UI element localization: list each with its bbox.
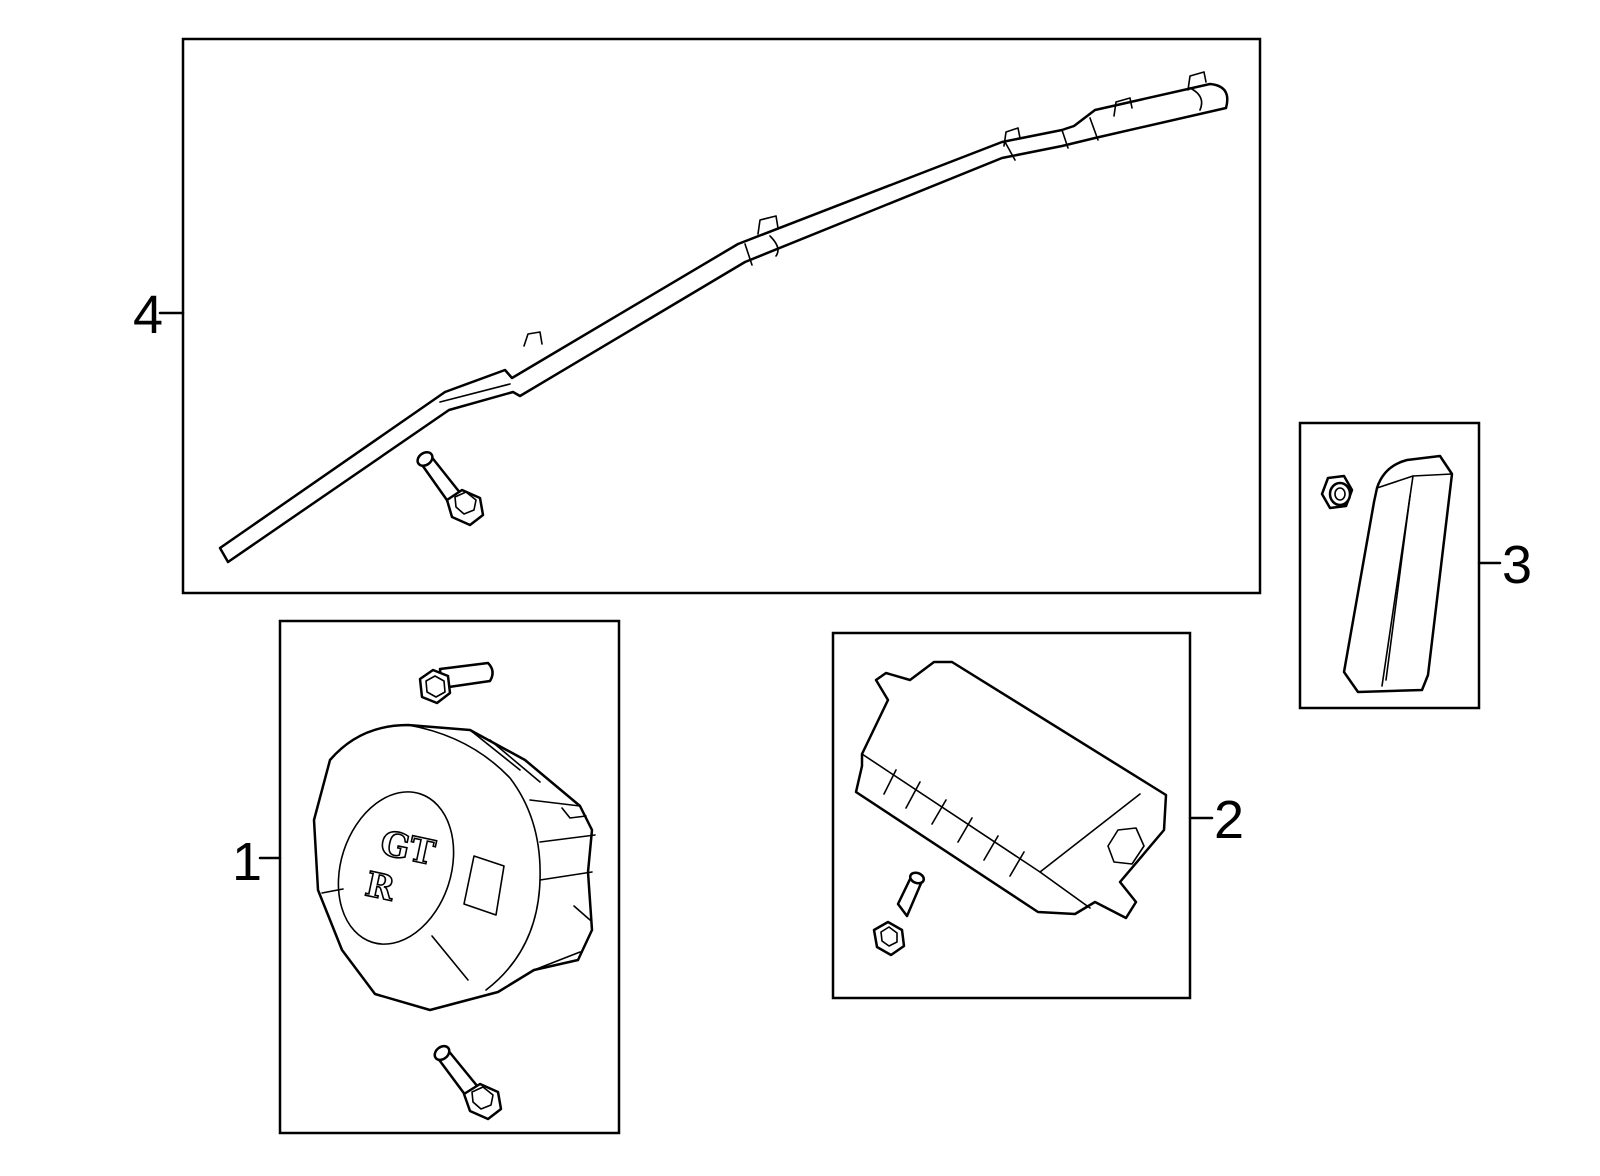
panel-1-steering-airbag[interactable]: GT R 1 xyxy=(232,619,621,1135)
bolt-icon xyxy=(433,1044,503,1121)
curtain-airbag[interactable] xyxy=(218,82,1229,564)
bolt-icon xyxy=(872,871,926,957)
nut-icon xyxy=(1320,474,1354,510)
passenger-airbag[interactable] xyxy=(854,660,1168,920)
callout-label-1: 1 xyxy=(232,832,262,892)
connector-icon xyxy=(1107,827,1145,865)
panel-4-frame xyxy=(181,37,1262,595)
callout-label-3: 3 xyxy=(1502,535,1532,595)
panel-2-passenger-airbag[interactable]: 2 xyxy=(831,631,1244,1000)
bolt-icon xyxy=(416,451,485,527)
emblem-area xyxy=(337,791,455,945)
panel-1-frame xyxy=(278,619,621,1135)
callout-label-4: 4 xyxy=(133,285,163,345)
panel-3-trim-airbag[interactable]: 3 xyxy=(1298,421,1532,710)
panel-4-curtain-airbag[interactable]: 4 xyxy=(133,37,1262,595)
bolt-icon xyxy=(418,661,494,705)
callout-label-2: 2 xyxy=(1214,790,1244,850)
horn-switch xyxy=(463,855,505,916)
panel-3-frame xyxy=(1298,421,1481,710)
panel-2-frame xyxy=(831,631,1192,1000)
